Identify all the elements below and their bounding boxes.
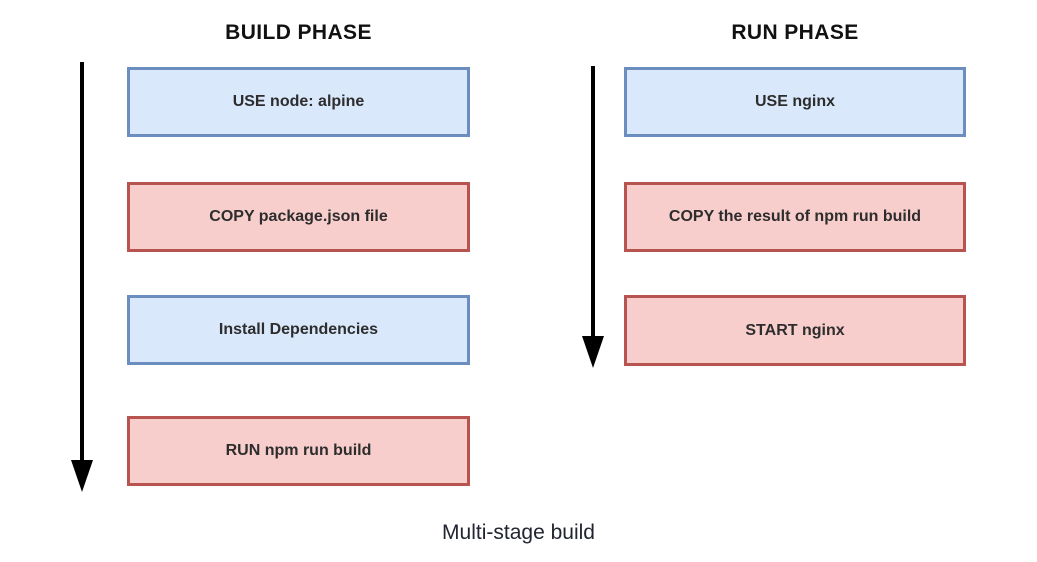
run-phase-flow-arrow-icon [582,66,604,368]
run-step-start-nginx: START nginx [624,295,966,366]
build-phase-title: BUILD PHASE [225,21,372,44]
run-step-use-nginx-label: USE nginx [754,93,835,110]
build-phase-flow-arrow-icon [71,62,93,492]
diagram-caption: Multi-stage build [442,521,595,544]
build-step-copy-package-json-label: COPY package.json file [209,208,388,225]
build-step-run-npm-run-build-label: RUN npm run build [225,442,372,459]
build-step-run-npm-run-build: RUN npm run build [127,416,470,486]
build-step-copy-package-json: COPY package.json file [127,182,470,252]
run-step-start-nginx-label: START nginx [745,321,845,339]
build-step-install-dependencies: Install Dependencies [127,295,470,365]
build-step-use-node-alpine-label: USE node: alpine [232,93,365,110]
build-step-use-node-alpine: USE node: alpine [127,67,470,137]
run-step-copy-result: COPY the result of npm run build [624,182,966,252]
build-step-install-dependencies-label: Install Dependencies [218,321,379,338]
run-step-copy-result-label: COPY the result of npm run build [668,208,922,225]
run-phase-title: RUN PHASE [731,21,859,44]
run-step-use-nginx: USE nginx [624,67,966,137]
